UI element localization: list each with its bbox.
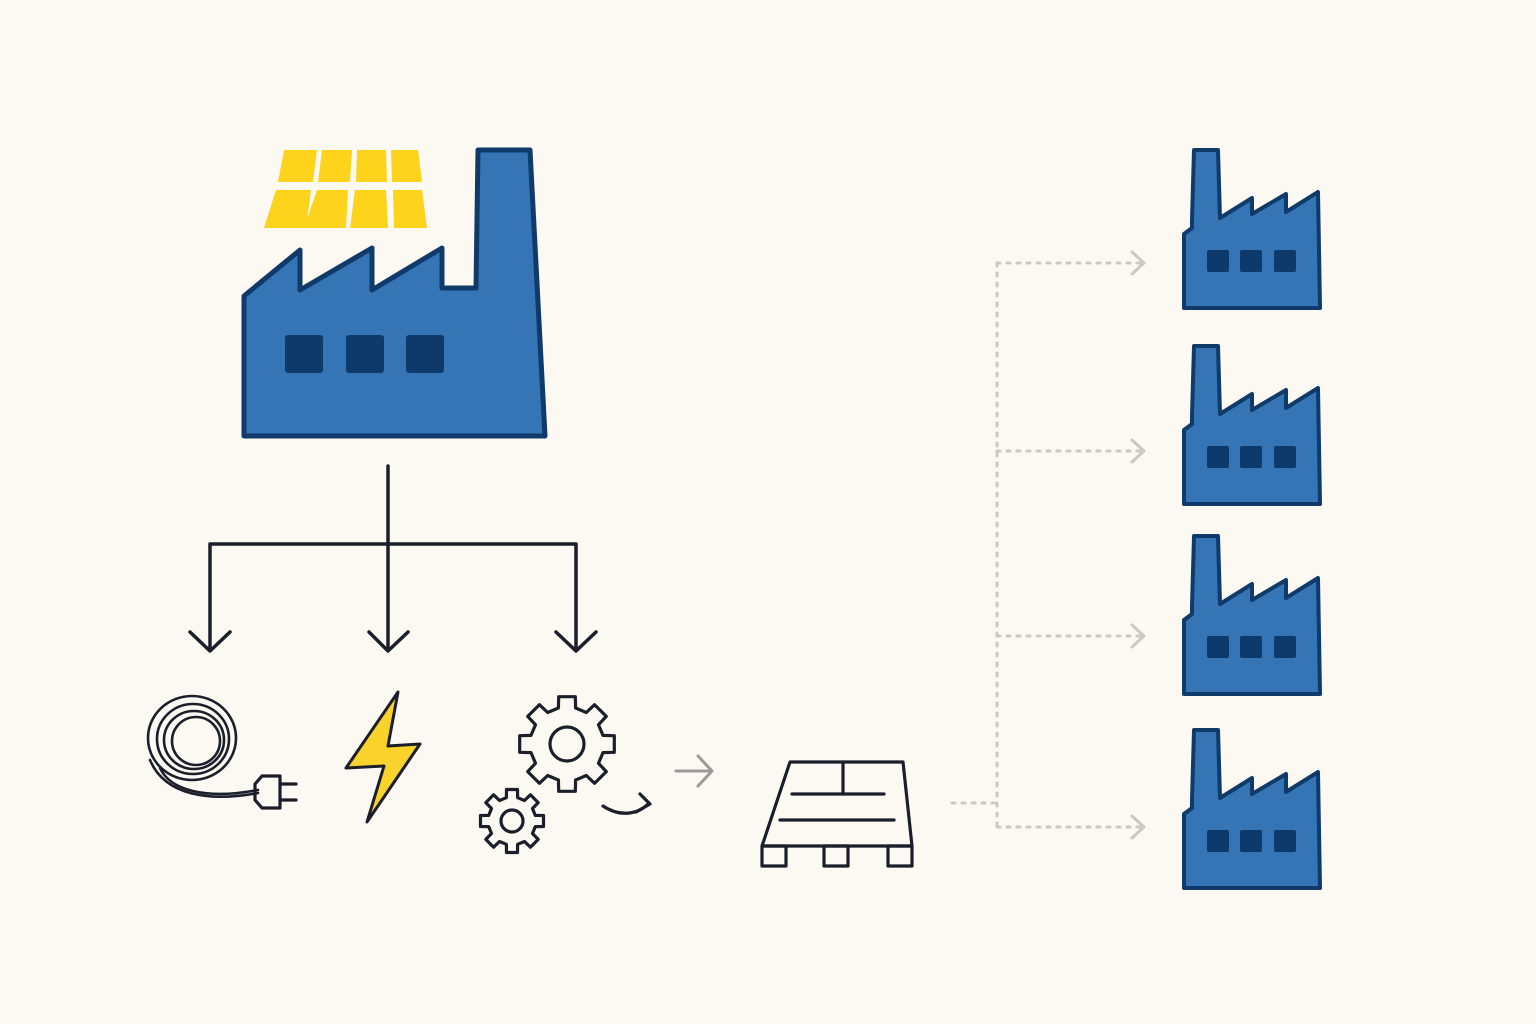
factory-window — [1240, 250, 1262, 272]
factory-window — [1240, 446, 1262, 468]
factory-window — [1274, 446, 1296, 468]
factory-window — [406, 335, 444, 373]
factory-window — [346, 335, 384, 373]
gears-icon — [478, 695, 652, 855]
arrow-right-icon — [1130, 250, 1146, 276]
lightning-bolt-icon — [344, 690, 422, 824]
connector-arrowheads — [1130, 250, 1146, 840]
arrow-right-icon — [1130, 438, 1146, 464]
arrow-right-icon — [674, 754, 714, 788]
branch-line — [208, 542, 578, 652]
factory-window — [1240, 636, 1262, 658]
factory-window — [1207, 636, 1229, 658]
arrow-right-icon — [1130, 623, 1146, 649]
factory-icon — [1182, 148, 1322, 310]
factory-window — [1207, 250, 1229, 272]
arrow-down-icon — [188, 630, 232, 653]
factory-window — [1207, 830, 1229, 852]
arrow-down-icon — [367, 630, 410, 653]
factory-icon — [1182, 728, 1322, 890]
pallet-icon — [760, 760, 914, 868]
factory-window — [1274, 636, 1296, 658]
cable-plug-icon — [146, 694, 298, 810]
solar-panel-icon — [264, 150, 427, 228]
factory-window — [1274, 830, 1296, 852]
factory-icon — [1182, 344, 1322, 506]
destination-factories — [1182, 148, 1322, 890]
large-factory-icon — [241, 147, 548, 439]
arrow-right-icon — [1130, 814, 1146, 840]
factory-icon — [1182, 534, 1322, 696]
source-factory — [241, 147, 548, 439]
factory-window — [1207, 446, 1229, 468]
distribution-connectors — [950, 261, 1144, 829]
factory-window — [1274, 250, 1296, 272]
factory-window — [1240, 830, 1262, 852]
factory-window — [285, 335, 323, 373]
branch-arrows — [188, 464, 598, 653]
arrow-down-icon — [554, 630, 598, 653]
